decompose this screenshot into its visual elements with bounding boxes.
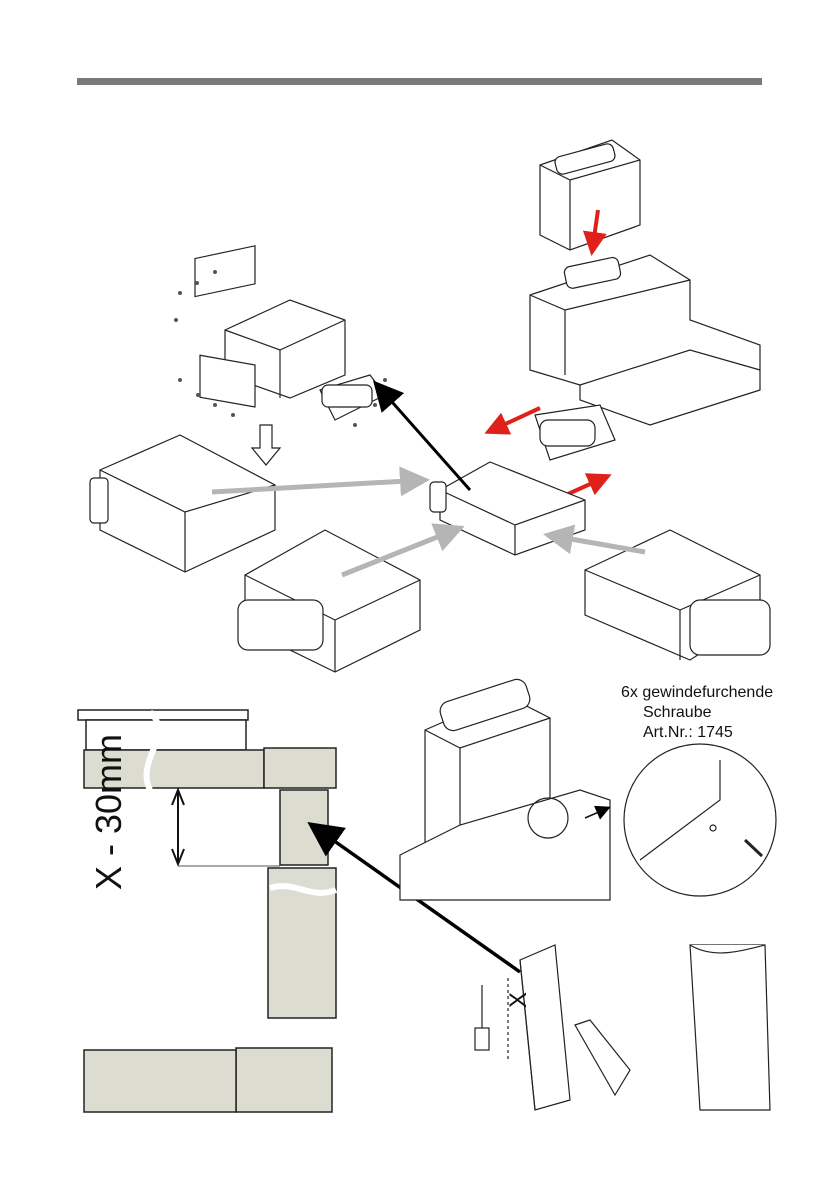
outline-arrow-down [252,425,280,465]
box-unit-left [90,435,275,572]
box-unit-bottom-left [238,530,420,672]
x-label: X [505,992,533,1008]
black-arrow-up [377,385,470,490]
box-unit-bottom-right [585,530,770,660]
detail-circle [624,744,776,896]
grey-arrow-3 [548,535,645,552]
saw-tool [575,1020,630,1095]
note-line-1: 6x gewindefurchende [621,683,773,703]
flexible-duct [520,945,570,1110]
box-unit-center [430,462,585,555]
hood-chimney [400,677,610,900]
chimney-piece [540,140,640,250]
finished-duct [690,945,770,1110]
tape-measure [475,978,508,1060]
red-arrow-right [568,476,608,494]
dimension-label: X - 30mm [88,734,130,890]
note-line-3: Art.Nr.: 1745 [621,723,773,743]
hood-body [530,255,760,425]
red-arrow-left [488,408,540,432]
note-line-2: Schraube [621,703,773,723]
screw-note: 6x gewindefurchende Schraube Art.Nr.: 17… [621,683,773,743]
exploded-box [195,246,385,420]
transition-piece [535,405,615,460]
